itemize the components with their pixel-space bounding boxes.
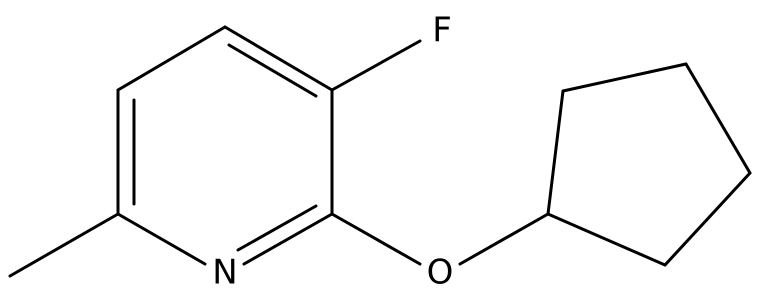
bond-c3-n-inner xyxy=(236,204,318,252)
bond-c3-n xyxy=(242,212,334,266)
bond-methyl xyxy=(8,212,120,278)
oxygen-label: O xyxy=(427,253,454,293)
atom-labels: F N O xyxy=(212,11,453,293)
bond-cp-5-1 xyxy=(546,89,565,216)
bond-c6-c5 xyxy=(116,25,227,92)
bond-o-c1 xyxy=(458,212,550,266)
bond-c5-c4-inner xyxy=(227,43,318,98)
bond-c-o xyxy=(330,212,422,266)
bond-c-f xyxy=(330,39,422,92)
fluorine-label: F xyxy=(432,11,452,51)
bonds xyxy=(8,25,752,278)
bond-c5-c4 xyxy=(223,25,334,92)
bond-cp-3-4 xyxy=(684,62,752,175)
bond-cp-1-2 xyxy=(546,212,667,267)
bond-cp-2-3 xyxy=(663,171,752,267)
nitrogen-label: N xyxy=(212,253,237,293)
bond-n-c2 xyxy=(116,212,207,266)
bond-cp-4-5 xyxy=(561,62,688,93)
